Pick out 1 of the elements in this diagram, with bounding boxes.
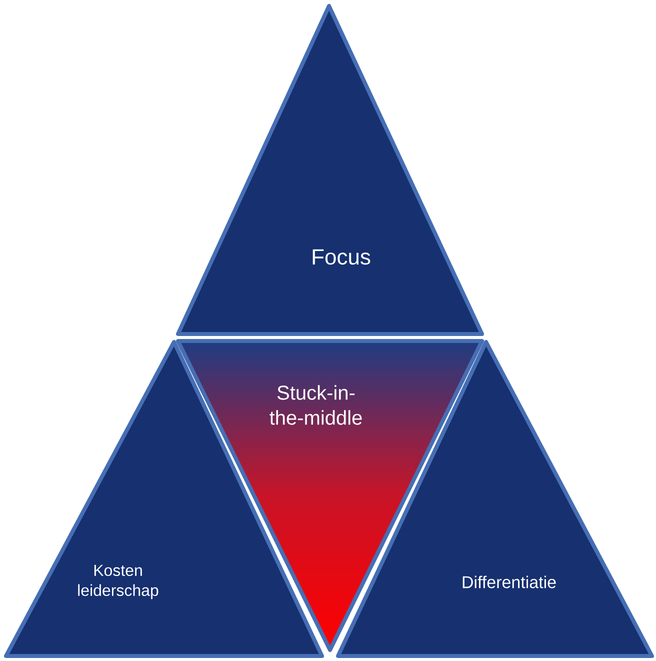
triangle-box: Focus xyxy=(176,4,484,336)
